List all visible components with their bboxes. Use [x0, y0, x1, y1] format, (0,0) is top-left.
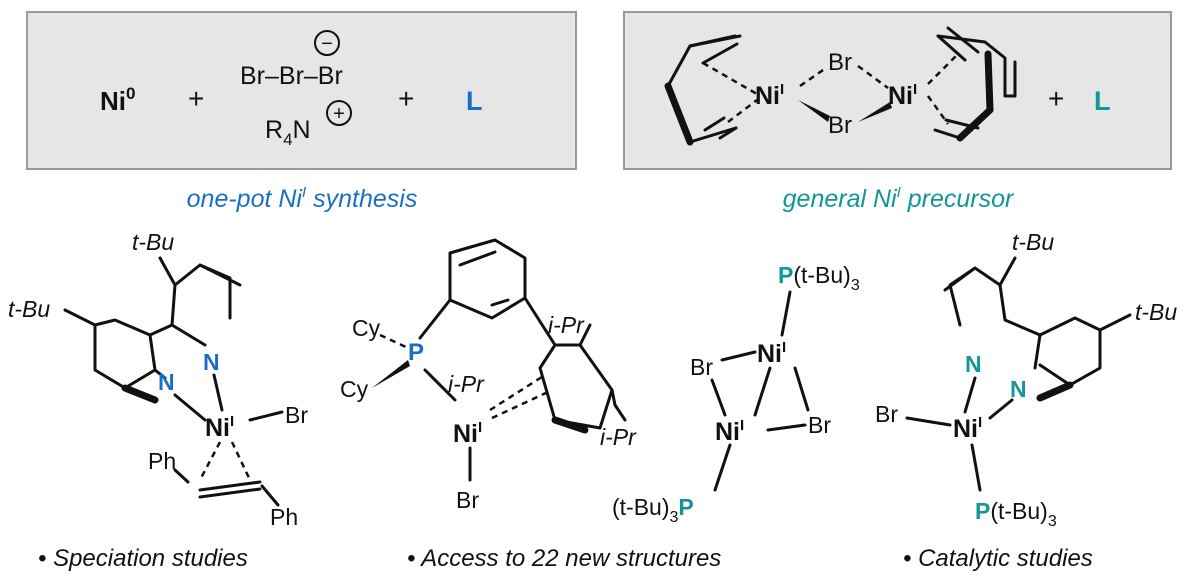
svg-text:P(t-Bu)3: P(t-Bu)3 [778, 262, 860, 294]
s1-ph-1: Ph [148, 448, 176, 474]
svg-text:NiI: NiI [757, 339, 786, 368]
s3-br-1: Br [690, 354, 713, 380]
svg-text:t-Bu: t-Bu [1135, 299, 1177, 325]
structure-3-ni-dimer: P(t-Bu)3 NiI Br NiI Br (t-Bu)3P [612, 262, 860, 526]
ammonium-subscript: 4 [283, 130, 292, 149]
s2-ni-label: Ni [453, 420, 478, 448]
bullet-catalytic-studies: • Catalytic studies [903, 545, 1093, 572]
s4-ni-label: Ni [953, 415, 978, 443]
left-panel-box [26, 11, 577, 170]
plus-sign-right: + [1048, 83, 1064, 114]
ni0-label: Ni [100, 86, 126, 116]
ni0-superscript: 0 [126, 84, 135, 103]
structure-2-phosphine-ni: P Cy Cy i-Pr i-Pr i-Pr NiI Br [340, 238, 637, 513]
svg-text:P(t-Bu)3: P(t-Bu)3 [975, 498, 1057, 530]
s2-cy-2: Cy [340, 376, 369, 402]
s4-n-2: N [1010, 376, 1027, 402]
svg-text:NiI: NiI [715, 417, 744, 446]
s2-p-label: P [408, 339, 424, 366]
right-panel-caption: general NiI precursor [783, 184, 1015, 213]
ni-br-wedge-bond [798, 100, 830, 122]
structure-4-bipyridine-ni-phosphine: t-Bu t-Bu N N NiI Br P(t-Bu)3 [875, 229, 1177, 530]
cod-ring-right [926, 26, 1017, 142]
svg-text:NiI: NiI [888, 81, 917, 110]
ammonium-n: N [293, 116, 311, 144]
svg-text:i-Pr: i-Pr [548, 312, 585, 338]
plus-charge-sign: + [333, 103, 345, 125]
bipy-n-2: N [158, 369, 175, 395]
ni-right-label: Ni [888, 82, 913, 110]
svg-text:NiI: NiI [453, 419, 482, 448]
svg-text:NiI: NiI [755, 81, 784, 110]
minus-charge-sign: − [321, 33, 333, 55]
right-panel-box [623, 11, 1172, 170]
svg-text:t-Bu: t-Bu [1012, 229, 1054, 255]
minus-charge-circle [314, 30, 340, 56]
tribromide-label: Br–Br–Br [240, 62, 343, 90]
s4-n-1: N [965, 351, 982, 377]
s2-br-label: Br [456, 487, 479, 513]
svg-text:t-Bu: t-Bu [8, 296, 50, 322]
ammonium-r: R [265, 116, 283, 144]
svg-text:Ni0: Ni0 [100, 84, 135, 116]
cod-ring-left [664, 34, 758, 146]
bipy-n-1: N [203, 349, 220, 375]
bridging-br-top: Br [828, 49, 852, 76]
ligand-l-teal: L [1094, 86, 1111, 116]
s1-br-label: Br [285, 402, 308, 428]
br-ni-wedge-bond [858, 102, 892, 122]
s1-ph-2: Ph [270, 504, 298, 530]
bridging-br-bottom: Br [828, 112, 852, 139]
s3-br-2: Br [808, 412, 831, 438]
svg-text:(t-Bu)3P: (t-Bu)3P [612, 494, 694, 526]
svg-text:t-Bu: t-Bu [132, 229, 174, 255]
bullet-speciation-studies: • Speciation studies [38, 545, 248, 572]
svg-text:NiI: NiI [953, 414, 982, 443]
ni-left-label: Ni [755, 82, 780, 110]
s3-ni-2: Ni [715, 418, 740, 446]
structure-1-bipyridine-ni: t-Bu t-Bu N N NiI Br Ph Ph [8, 229, 308, 530]
s2-cy-1: Cy [352, 315, 381, 341]
svg-text:i-Pr: i-Pr [448, 371, 485, 397]
bullet-access-22-structures: • Access to 22 new structures [407, 545, 721, 572]
svg-text:R4N: R4N [265, 116, 311, 149]
svg-text:i-Pr: i-Pr [600, 424, 637, 450]
left-panel-caption: one-pot NiI synthesis [187, 184, 418, 213]
ligand-l-blue: L [466, 86, 483, 116]
plus-sign-2: + [398, 83, 414, 114]
plus-charge-circle [326, 100, 352, 126]
svg-text:NiI: NiI [205, 413, 234, 442]
plus-sign-1: + [188, 83, 204, 114]
s3-ni-1: Ni [757, 340, 782, 368]
ni-br-dashed-bond-1 [799, 66, 827, 88]
s1-ni-label: Ni [205, 414, 230, 442]
s4-br-label: Br [875, 401, 898, 427]
